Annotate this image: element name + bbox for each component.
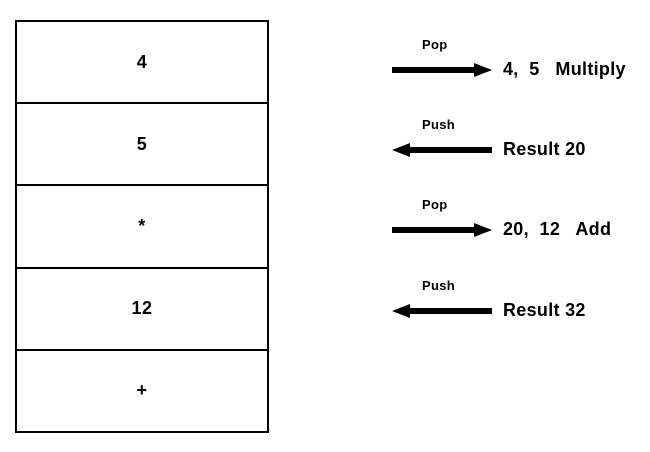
operation-row: Push Result 20 (392, 117, 650, 160)
operation-row: Pop 4, 5 Multiply (392, 37, 650, 80)
stack-value: 12 (131, 298, 153, 319)
arrow-head (392, 303, 410, 318)
arrow-left-icon (392, 303, 492, 318)
stack: 4 5 * 12 + (15, 20, 269, 433)
stack-cell: + (17, 351, 267, 431)
operation-row: Push Result 32 (392, 278, 650, 321)
arrow-left-icon (392, 142, 492, 157)
stack-value: + (136, 380, 148, 401)
stack-cell: * (17, 186, 267, 269)
operation-text: 4, 5 Multiply (503, 59, 626, 79)
operation-label: Push (422, 278, 455, 293)
operation-text: Result 20 (503, 139, 586, 159)
arrow-shaft (392, 226, 478, 233)
arrow-head (474, 222, 492, 237)
arrow-shaft (406, 146, 492, 153)
operation-line: 4, 5 Multiply (392, 59, 650, 80)
arrow-shaft (392, 66, 478, 73)
operation-label: Push (422, 117, 455, 132)
operation-text: 20, 12 Add (503, 219, 612, 239)
operation-label: Pop (422, 37, 448, 52)
operation-label: Pop (422, 197, 448, 212)
arrow-right-icon (392, 62, 492, 77)
stack-cell: 4 (17, 22, 267, 105)
operation-row: Pop 20, 12 Add (392, 197, 650, 240)
operation-text: Result 32 (503, 300, 586, 320)
arrow-head (392, 142, 410, 157)
arrow-head (474, 62, 492, 77)
stack-cell: 12 (17, 269, 267, 351)
stack-value: 5 (136, 133, 148, 154)
operation-line: 20, 12 Add (392, 219, 650, 240)
stack-value: 4 (136, 51, 148, 72)
operation-line: Result 20 (392, 139, 650, 160)
operation-line: Result 32 (392, 300, 650, 321)
stack-cell: 5 (17, 104, 267, 187)
arrow-right-icon (392, 222, 492, 237)
arrow-shaft (406, 307, 492, 314)
stack-value: * (138, 216, 146, 236)
